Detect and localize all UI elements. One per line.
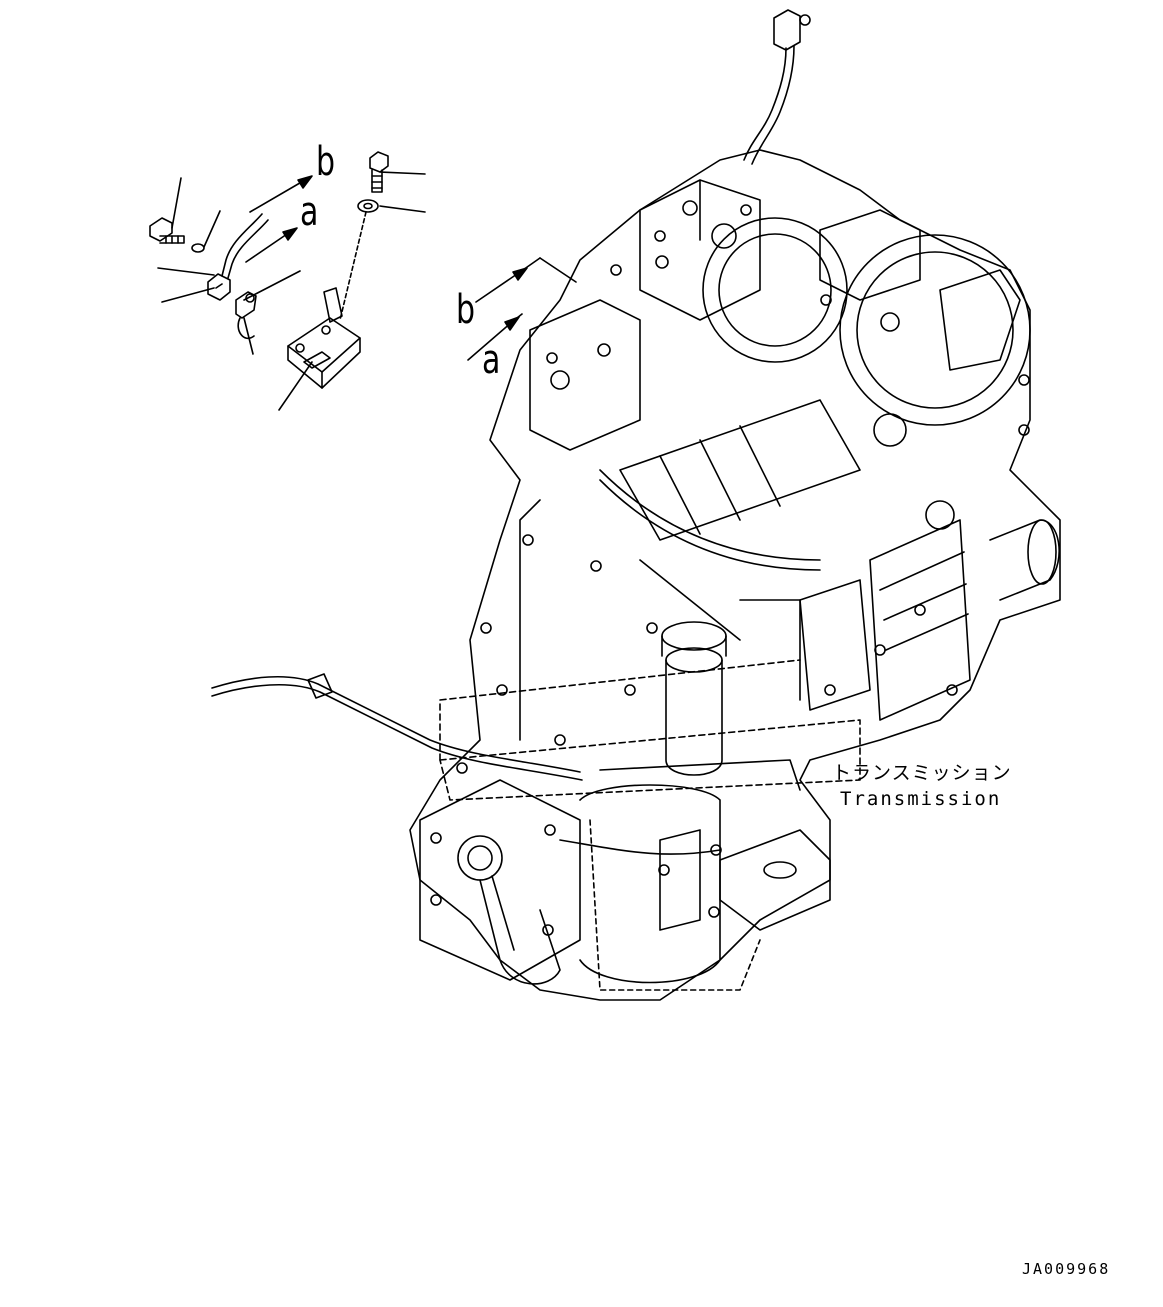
- leader-line: [340, 212, 366, 320]
- callout-letter-b: b: [316, 139, 336, 185]
- transmission-assembly: [212, 10, 1060, 1000]
- arrowhead: [283, 228, 297, 240]
- base-frame: [440, 720, 860, 800]
- valve-block: [530, 300, 640, 450]
- component-label-english: Transmission: [840, 788, 1002, 810]
- callout-arrow-b: [250, 180, 305, 212]
- leader-line: [158, 268, 214, 275]
- hose-part: [208, 214, 268, 300]
- wire-harness: [212, 677, 580, 772]
- leader-line: [244, 318, 253, 354]
- control-valve: [870, 520, 970, 720]
- oil-filter: [666, 660, 722, 775]
- callout-letter-b: b: [456, 287, 476, 333]
- callout-letter-a: a: [482, 337, 501, 383]
- lower-gear-housing: [420, 780, 580, 980]
- washer-part: [358, 200, 378, 212]
- arrowhead: [298, 176, 312, 188]
- mount-bracket: [720, 830, 830, 930]
- drawing-code: JA009968: [1022, 1260, 1111, 1278]
- leader-line: [380, 172, 425, 174]
- bracket-part: [288, 288, 360, 388]
- leader-line: [380, 206, 425, 212]
- pump-housing: [703, 218, 847, 362]
- shaft-housing: [620, 400, 860, 540]
- clamp-part: [236, 292, 256, 338]
- sensor-wire: [744, 48, 786, 160]
- bolt-part: [370, 152, 388, 192]
- housing-outline: [410, 150, 1060, 1000]
- component-label-japanese: トランスミッション: [832, 762, 1012, 784]
- bolt-part: [150, 218, 184, 243]
- leader-line: [172, 178, 181, 228]
- leader-line: [204, 211, 220, 247]
- callout-arrow-a: [468, 322, 512, 360]
- bolt-heads: [431, 205, 1029, 935]
- leader-line: [279, 362, 312, 410]
- pipe: [600, 470, 820, 560]
- torque-converter-housing: [840, 235, 1030, 425]
- detail-parts-group: [150, 152, 425, 410]
- callout-arrow-b: [476, 272, 520, 302]
- leader-line: [244, 271, 300, 300]
- callout-arrow-a: [246, 232, 290, 262]
- washer-part: [192, 244, 204, 252]
- leader-line: [162, 288, 214, 302]
- callout-letter-a: a: [300, 189, 319, 235]
